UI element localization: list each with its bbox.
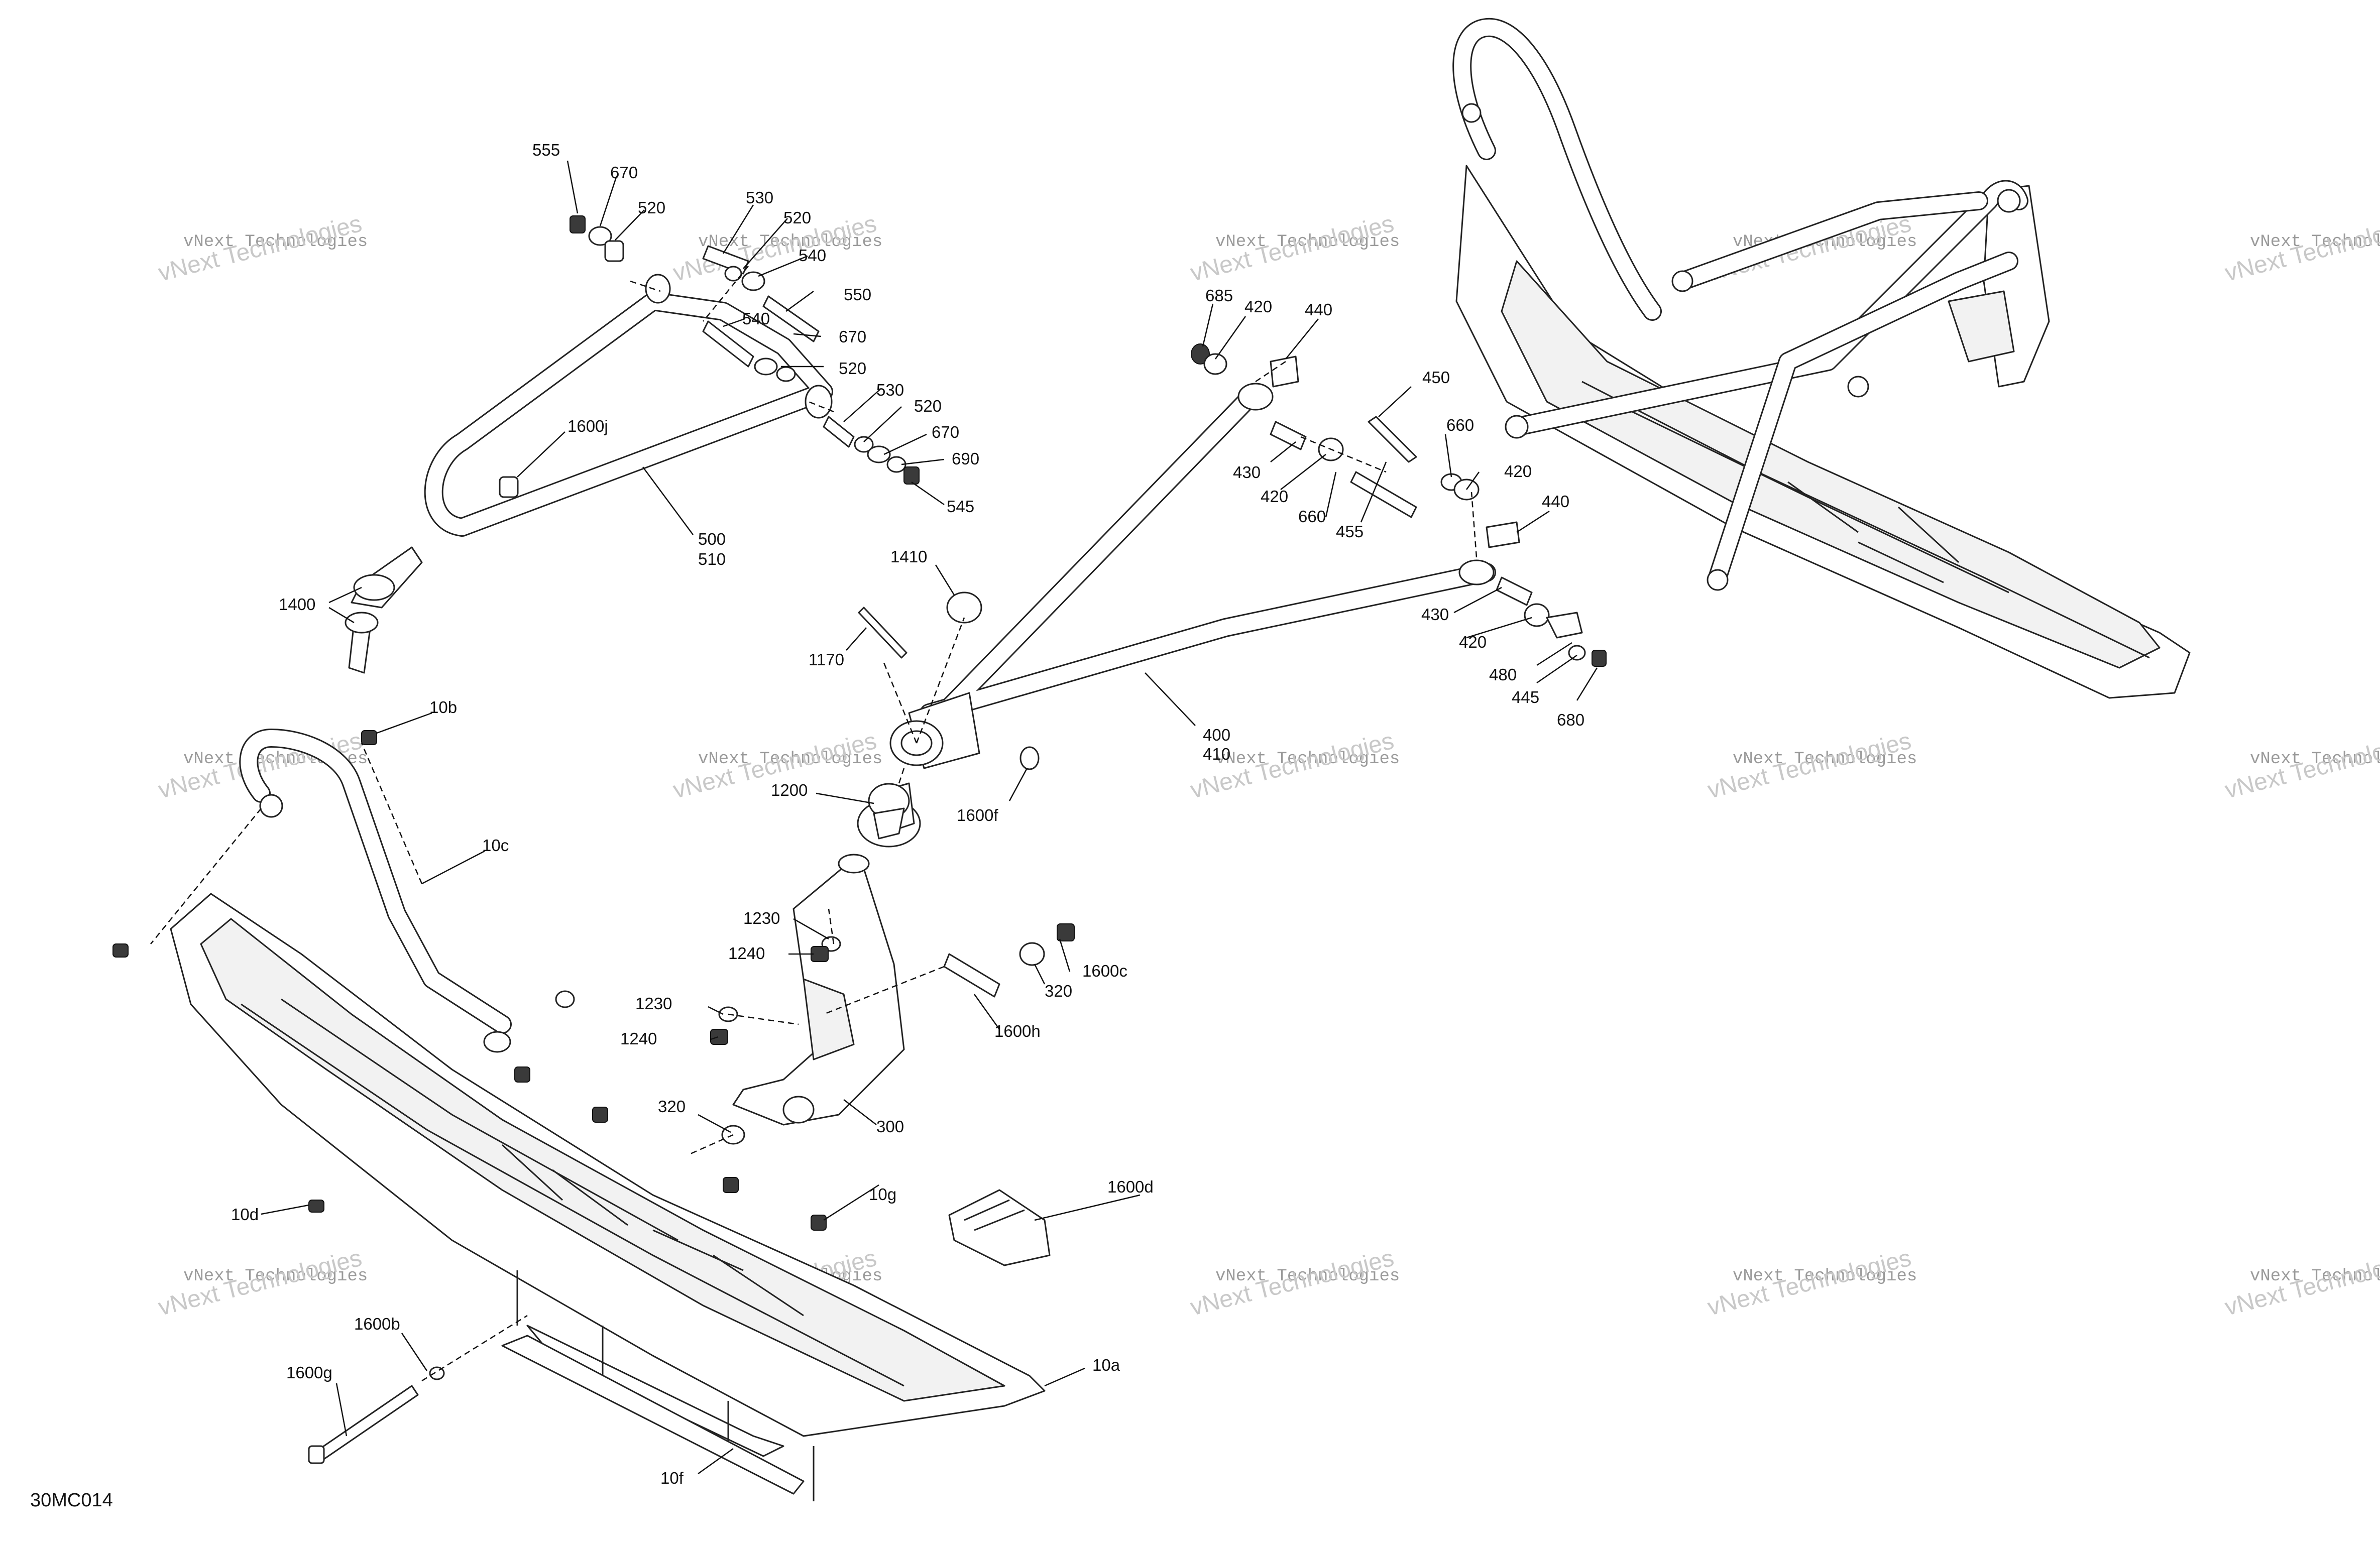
callout-445: 445 — [1512, 688, 1539, 706]
callout-1600h: 1600h — [994, 1022, 1041, 1040]
assembled-ski-illustration — [1452, 18, 2191, 699]
callout-510: 510 — [698, 550, 726, 568]
svg-text:vNext Technologies: vNext Technologies — [183, 1267, 368, 1286]
callout-440: 440 — [1305, 300, 1332, 319]
svg-text:vNext Technologies: vNext Technologies — [183, 232, 368, 252]
callout-10g: 10g — [869, 1185, 896, 1204]
callout-540: 540 — [742, 309, 770, 328]
callout-320: 320 — [1045, 982, 1072, 1000]
callout-10c: 10c — [482, 836, 509, 855]
callout-1170: 1170 — [809, 650, 844, 669]
callout-670: 670 — [610, 163, 638, 182]
callout-1600f: 1600f — [957, 806, 998, 824]
callout-530: 530 — [746, 188, 773, 207]
svg-text:vNext Technologies: vNext Technologies — [2250, 232, 2380, 252]
lower-a-arm-illustration — [858, 343, 1607, 770]
callout-455: 455 — [1336, 522, 1364, 541]
svg-text:vNext Technologies: vNext Technologies — [1215, 1267, 1400, 1286]
callout-660: 660 — [1298, 507, 1326, 526]
callout-420: 420 — [1459, 633, 1487, 651]
callout-10b: 10b — [429, 698, 457, 717]
callout-10d: 10d — [231, 1205, 259, 1224]
diagram-code: 30MC014 — [30, 1490, 113, 1511]
callout-300: 300 — [876, 1117, 904, 1136]
callout-1600g: 1600g — [286, 1363, 332, 1382]
callout-420: 420 — [1504, 462, 1532, 481]
callout-400: 400 — [1203, 726, 1230, 744]
upper-a-arm-illustration — [345, 215, 920, 674]
callout-10a: 10a — [1092, 1356, 1120, 1374]
svg-text:vNext Technologies: vNext Technologies — [2222, 728, 2380, 804]
callout-1410: 1410 — [890, 547, 927, 566]
callout-685: 685 — [1205, 286, 1233, 305]
callout-10f: 10f — [660, 1469, 684, 1487]
callout-320: 320 — [658, 1097, 686, 1116]
svg-text:vNext Technologies: vNext Technologies — [2250, 750, 2380, 769]
callout-520: 520 — [783, 208, 811, 227]
callout-500: 500 — [698, 530, 726, 548]
callout-680: 680 — [1557, 710, 1584, 729]
callout-550: 550 — [844, 285, 871, 304]
callout-410: 410 — [1203, 745, 1230, 763]
svg-text:vNext Technologies: vNext Technologies — [698, 750, 882, 769]
svg-text:vNext Technologies: vNext Technologies — [1733, 750, 1917, 769]
callout-1600c: 1600c — [1082, 962, 1127, 980]
callout-1600d: 1600d — [1107, 1177, 1154, 1196]
svg-text:vNext Technologies: vNext Technologies — [1733, 1267, 1917, 1286]
svg-text:vNext Technologies: vNext Technologies — [2222, 210, 2380, 287]
callout-440: 440 — [1542, 492, 1569, 511]
callout-1200: 1200 — [771, 781, 808, 799]
svg-text:vNext Technologies: vNext Technologies — [2250, 1267, 2380, 1286]
callout-670: 670 — [839, 327, 866, 346]
svg-text:vNext Technologies: vNext Technologies — [2222, 1245, 2380, 1321]
callout-660: 660 — [1446, 416, 1474, 434]
callout-520: 520 — [638, 198, 665, 217]
callout-690: 690 — [952, 449, 979, 468]
callout-520: 520 — [839, 359, 866, 378]
callout-430: 430 — [1421, 605, 1449, 624]
callout-1240: 1240 — [728, 944, 765, 963]
callout-1240: 1240 — [620, 1029, 657, 1048]
callout-1600b: 1600b — [354, 1315, 400, 1333]
callout-1600j: 1600j — [568, 417, 608, 435]
callout-545: 545 — [947, 497, 974, 516]
svg-text:vNext Technologies: vNext Technologies — [1215, 232, 1400, 252]
callout-420: 420 — [1244, 297, 1272, 316]
exploded-ski-illustration — [112, 729, 1046, 1501]
callout-1400: 1400 — [279, 595, 315, 614]
callout-480: 480 — [1489, 665, 1517, 684]
callout-430: 430 — [1233, 463, 1261, 482]
svg-text:vNext Technologies: vNext Technologies — [698, 232, 882, 252]
svg-text:vNext Technologies: vNext Technologies — [1215, 750, 1400, 769]
callout-450: 450 — [1422, 368, 1450, 387]
leader-lines — [150, 160, 1598, 1475]
callout-530: 530 — [876, 381, 904, 399]
callout-1230: 1230 — [635, 994, 672, 1013]
callout-520: 520 — [914, 397, 942, 415]
callout-555: 555 — [532, 141, 560, 159]
spindle-illustration — [710, 782, 1075, 1266]
callout-1230: 1230 — [743, 909, 780, 927]
callout-420: 420 — [1261, 487, 1288, 506]
callout-670: 670 — [932, 423, 959, 441]
callout-labels: 555 670 520 530 520 540 550 540 670 520 … — [231, 141, 1584, 1487]
callout-540: 540 — [799, 246, 826, 265]
